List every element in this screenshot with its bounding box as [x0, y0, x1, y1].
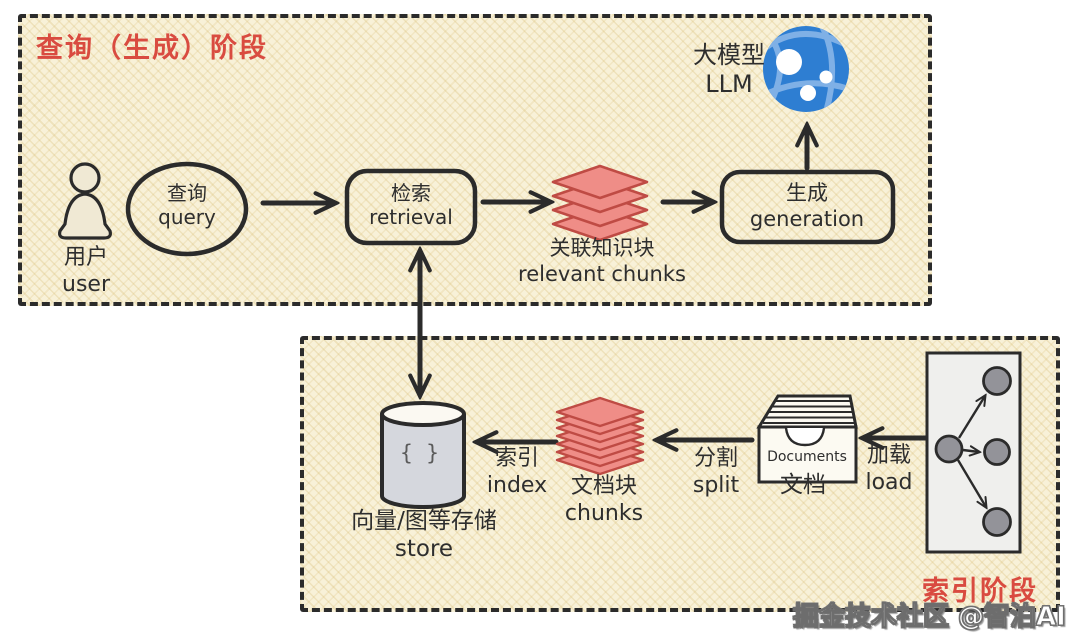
split-edge-label: 分割 split	[693, 446, 739, 500]
load-edge-label-en: load	[865, 469, 913, 495]
query-label: 查询 query	[158, 181, 216, 230]
llm-sphere-icon	[763, 26, 849, 112]
documents-drawer-icon	[756, 394, 858, 484]
generation-label-en: generation	[749, 206, 865, 231]
watermark-text: 掘金技术社区 @智泊AI	[793, 602, 1067, 633]
retrieval-label-zh: 检索	[390, 181, 431, 205]
generation-box	[719, 169, 896, 245]
llm-label-zh: 大模型	[693, 41, 765, 69]
relevant-chunks-label: 关联知识块 relevant chunks	[518, 236, 686, 287]
user-icon	[58, 162, 112, 240]
index-edge-label-zh: 索引	[494, 446, 540, 471]
retrieval-box	[344, 168, 478, 246]
doc-chunks-label: 文档块 chunks	[565, 474, 643, 528]
query-label-zh: 查询	[166, 181, 207, 205]
index-phase-title: 索引阶段	[922, 576, 1038, 607]
split-edge-label-zh: 分割	[693, 446, 738, 471]
database-cylinder-icon	[380, 401, 466, 509]
graph-nodes-icon	[925, 351, 1022, 554]
load-edge-label: 加载 load	[865, 443, 912, 497]
relevant-chunks-label-zh: 关联知识块	[549, 236, 655, 260]
store-label: 向量/图等存储 store	[351, 507, 497, 563]
doc-chunks-label-en: chunks	[564, 500, 644, 526]
user-label-en: user	[62, 271, 110, 297]
split-edge-label-en: split	[692, 472, 740, 498]
query-phase-title: 查询（生成）阶段	[36, 33, 268, 64]
llm-label-en: LLM	[705, 70, 753, 99]
relevant-chunks-stack-icon	[551, 164, 649, 242]
load-edge-label-zh: 加载	[866, 443, 911, 468]
store-label-zh: 向量/图等存储	[351, 508, 497, 534]
query-ellipse	[125, 161, 249, 257]
index-edge-label-en: index	[486, 472, 548, 498]
generation-label-zh: 生成	[786, 181, 828, 205]
index-edge-label: 索引 index	[487, 446, 547, 500]
doc-chunks-label-zh: 文档块	[570, 474, 638, 499]
user-label: 用户 user	[62, 245, 110, 299]
retrieval-label-en: retrieval	[369, 205, 453, 230]
generation-label: 生成 generation	[750, 181, 864, 232]
retrieval-label: 检索 retrieval	[369, 181, 453, 230]
user-label-zh: 用户	[63, 245, 108, 270]
documents-label-zh: 文档	[780, 472, 826, 498]
llm-label: 大模型 LLM	[693, 41, 765, 100]
query-label-en: query	[158, 205, 216, 230]
doc-chunks-stack-icon	[555, 396, 645, 476]
relevant-chunks-label-en: relevant chunks	[518, 261, 686, 286]
store-label-en: store	[394, 536, 454, 563]
store-braces-symbol: { }	[399, 441, 443, 465]
documents-box-label: Documents	[767, 449, 847, 465]
